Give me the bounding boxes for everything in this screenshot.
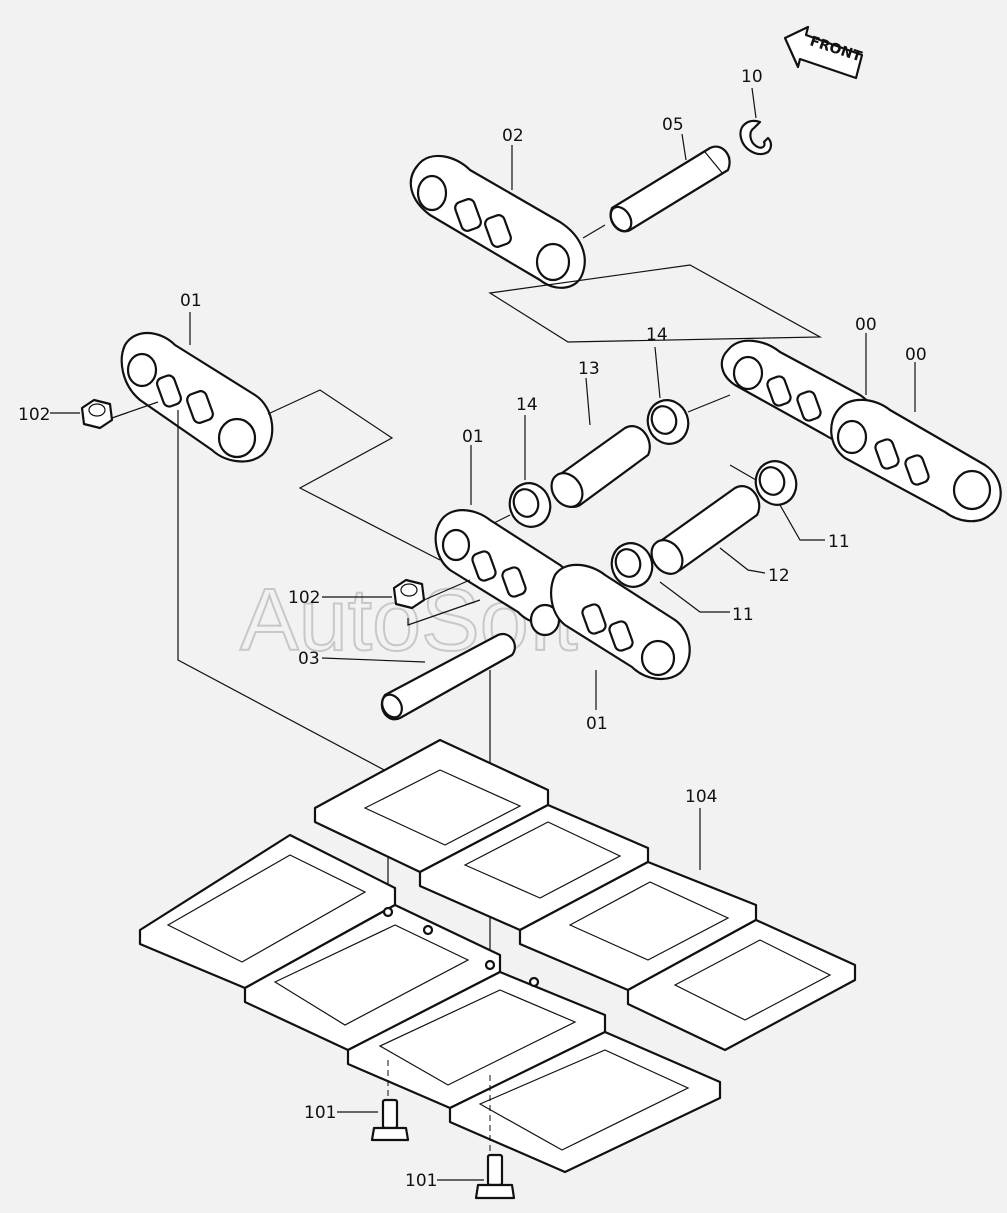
bushing-13 — [550, 425, 651, 508]
label-102-top: 102 — [18, 405, 50, 425]
label-12: 12 — [768, 566, 790, 586]
link-01-top — [120, 331, 274, 463]
guide-line-top — [488, 264, 823, 343]
label-10: 10 — [741, 67, 763, 87]
nut-102-top — [80, 398, 159, 430]
label-02: 02 — [502, 126, 524, 146]
label-03: 03 — [298, 649, 320, 669]
seal-14-right — [646, 394, 731, 445]
nut-102-mid — [392, 578, 481, 626]
seal-11-mid — [610, 542, 654, 588]
label-14-left: 14 — [516, 395, 538, 415]
link-00-b — [830, 398, 1002, 523]
link-02 — [409, 154, 606, 289]
label-leaders — [50, 87, 916, 1181]
seal-14-left — [489, 482, 552, 528]
seal-11-right — [729, 460, 798, 506]
label-01-bottom: 01 — [586, 714, 608, 734]
bushing-12 — [650, 485, 761, 575]
label-101-a: 101 — [304, 1103, 336, 1123]
label-102-mid: 102 — [288, 588, 320, 608]
label-05: 05 — [662, 115, 684, 135]
bolt-101-a — [370, 1098, 410, 1142]
label-14-right: 14 — [646, 325, 668, 345]
label-11-right: 11 — [828, 532, 850, 552]
label-00-b: 00 — [905, 345, 927, 365]
link-01-bottom — [550, 563, 691, 681]
guide-line-left — [267, 389, 441, 561]
label-00-a: 00 — [855, 315, 877, 335]
link-01-mid — [434, 509, 577, 637]
snap-ring-10 — [739, 119, 773, 156]
pin-05 — [609, 145, 731, 233]
label-101-b: 101 — [405, 1171, 437, 1191]
track-shoes-104 — [138, 738, 857, 1174]
label-01-top: 01 — [180, 291, 202, 311]
label-01-mid: 01 — [462, 427, 484, 447]
front-arrow-icon: FRONT — [783, 25, 864, 80]
pin-03 — [380, 632, 516, 721]
bolt-101-b — [474, 1153, 516, 1200]
label-11-mid: 11 — [732, 605, 754, 625]
label-13: 13 — [578, 359, 600, 379]
label-104: 104 — [685, 787, 717, 807]
